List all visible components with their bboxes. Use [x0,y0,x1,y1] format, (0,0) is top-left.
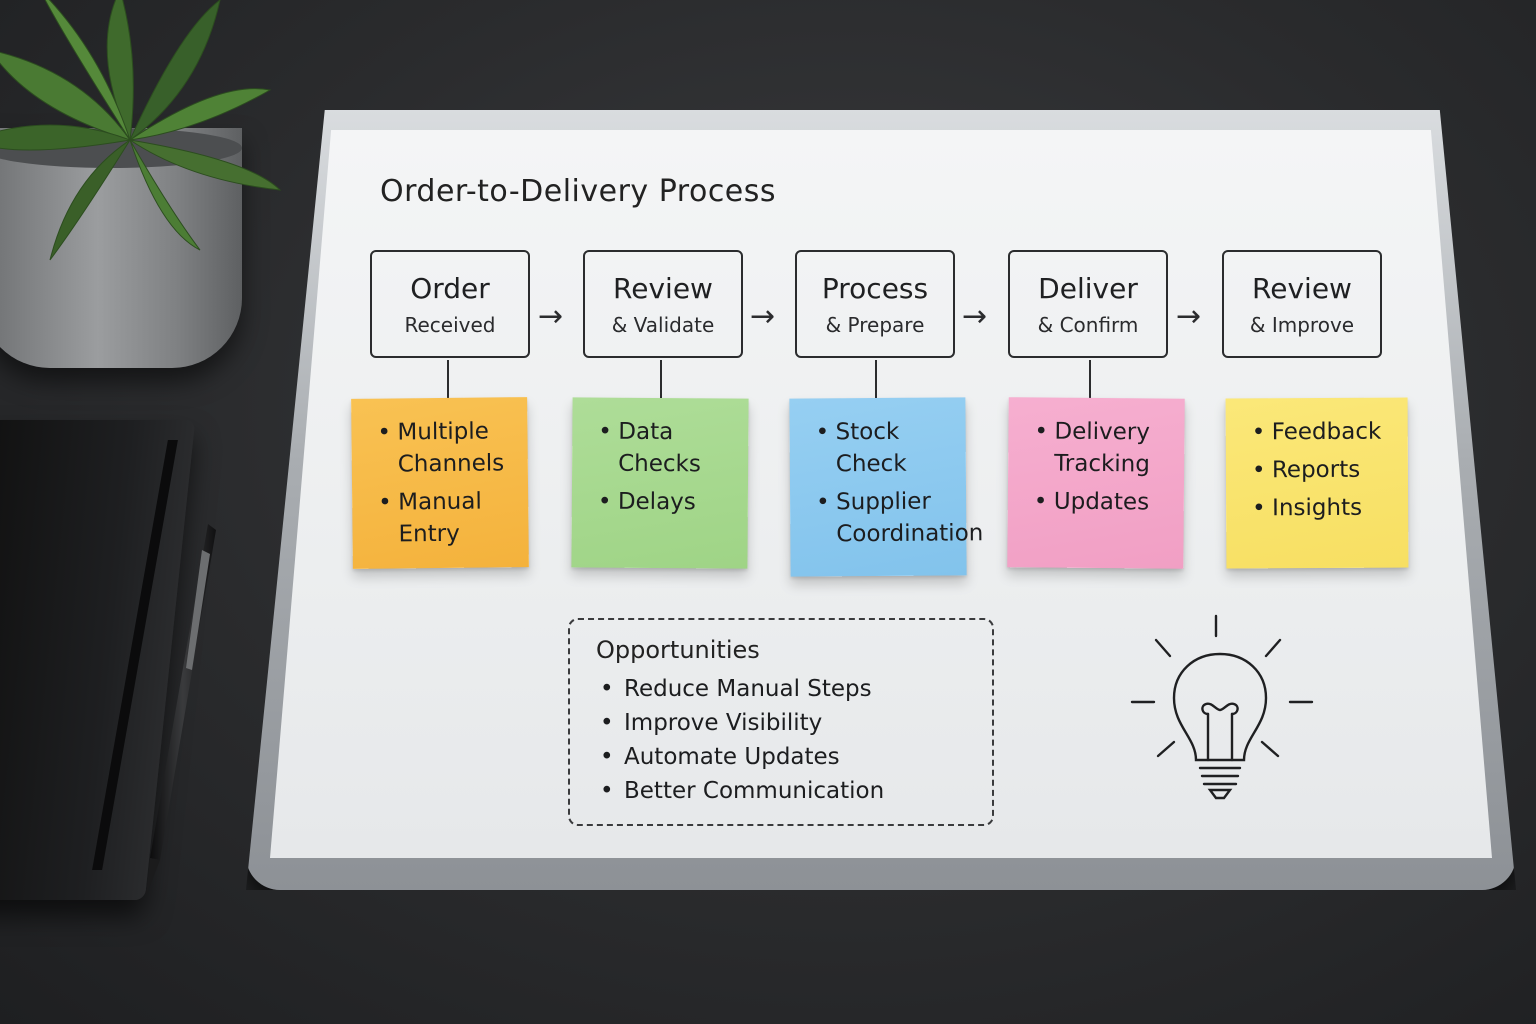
arrow-right-icon: → [962,299,988,334]
sticky-note-deliver: Delivery Tracking Updates [1007,397,1185,569]
connector-line [660,360,662,398]
sticky-note-review: Data Checks Delays [571,397,749,569]
step-review-validate: Review & Validate [583,250,743,358]
sticky-note-process: Stock Check Supplier Coordination [789,397,983,577]
note-item: Delays [596,486,730,519]
step-sub-label: & Improve [1249,313,1355,337]
note-item: Manual Entry [376,485,511,550]
arrow-right-icon: → [538,299,564,334]
note-item: Updates [1032,485,1166,518]
sticky-note-improve: Feedback Reports Insights [1225,397,1409,569]
note-item: Multiple Channels [375,415,510,480]
step-sub-label: Received [404,313,496,337]
note-item: Supplier Coordination [814,486,983,551]
connector-line [447,360,449,398]
note-item: Reports [1250,454,1390,487]
note-item: Delivery Tracking [1032,415,1167,480]
arrow-right-icon: → [1176,299,1202,334]
sticky-note-order: Multiple Channels Manual Entry [351,397,529,569]
opportunities-title: Opportunities [596,636,760,664]
opportunity-item: Better Communication [596,774,966,808]
pen-icon [146,524,216,896]
step-review-improve: Review & Improve [1222,250,1382,358]
note-item: Insights [1250,492,1390,525]
note-item: Feedback [1250,416,1390,449]
step-main-label: Process [821,272,929,305]
opportunity-item: Improve Visibility [596,706,966,740]
opportunity-item: Automate Updates [596,740,966,774]
opportunities-box: Opportunities Reduce Manual Steps Improv… [568,618,994,826]
step-main-label: Deliver [1038,272,1138,305]
step-main-label: Order [410,272,490,305]
plant-leaves [0,0,282,261]
step-sub-label: & Confirm [1037,313,1139,337]
step-deliver-confirm: Deliver & Confirm [1008,250,1168,358]
arrow-right-icon: → [750,299,776,334]
step-main-label: Review [1252,272,1352,305]
lightbulb-icon [1130,614,1314,800]
step-sub-label: & Validate [611,313,715,337]
opportunity-item: Reduce Manual Steps [596,672,966,706]
connector-line [1089,360,1091,398]
step-main-label: Review [613,272,713,305]
step-sub-label: & Prepare [825,313,925,337]
board-title: Order-to-Delivery Process [380,174,777,209]
step-process-prepare: Process & Prepare [795,250,955,358]
note-item: Data Checks [596,416,730,481]
note-item: Stock Check [814,416,948,481]
step-order-received: Order Received [370,250,530,358]
connector-line [875,360,877,398]
